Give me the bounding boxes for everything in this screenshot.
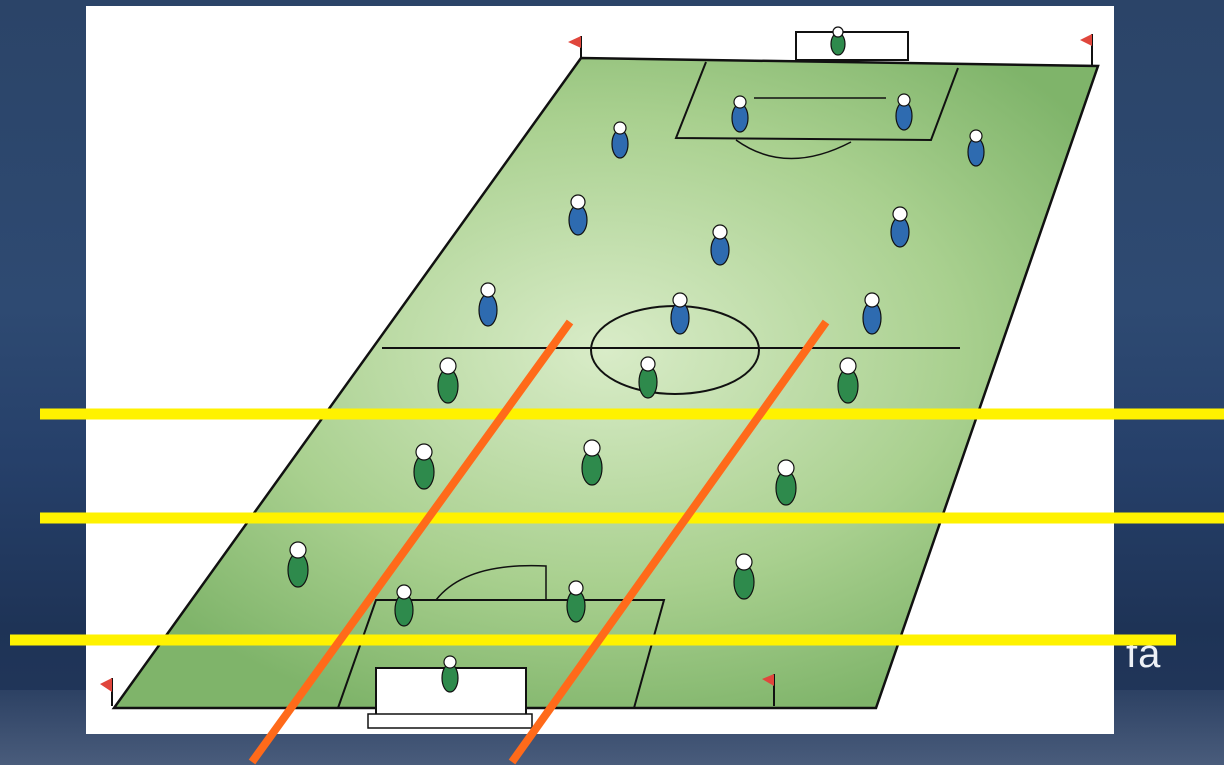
orange-diagonal-left bbox=[252, 322, 570, 762]
orange-diagonal-right bbox=[512, 322, 826, 762]
